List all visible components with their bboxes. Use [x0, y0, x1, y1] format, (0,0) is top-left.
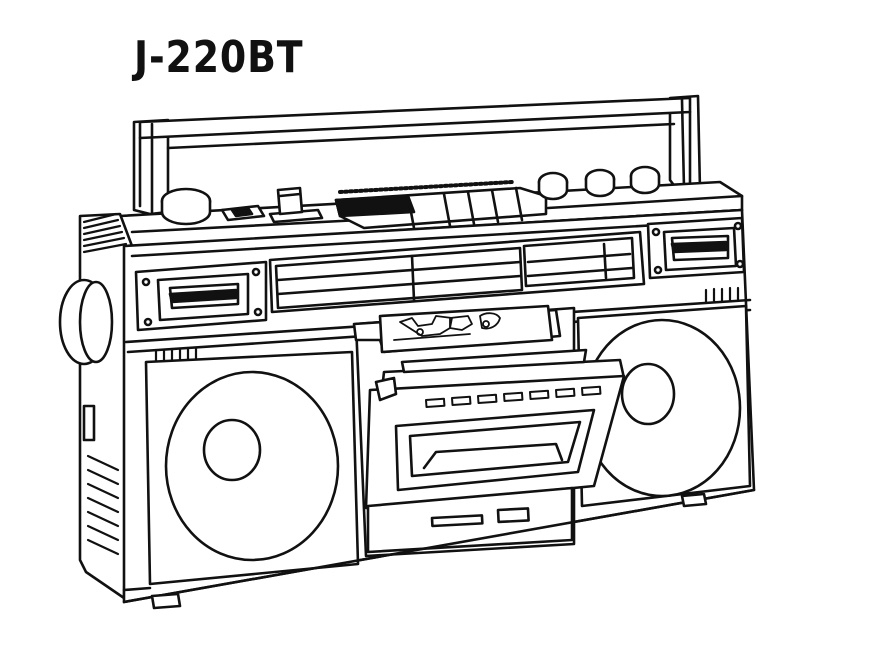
base-feet	[124, 490, 754, 608]
volume-knob-icon	[162, 189, 210, 224]
right-woofer-icon	[578, 306, 750, 506]
tone-knobs-icon	[539, 167, 659, 199]
power-switch-icon	[270, 188, 322, 222]
door-buttons-icon	[426, 387, 600, 407]
right-tweeter-icon	[648, 218, 744, 278]
left-tweeter-icon	[136, 262, 266, 330]
model-title: J-220BT	[134, 32, 304, 83]
tuner-window	[270, 232, 644, 312]
tuning-knob-icon	[60, 280, 112, 364]
cassette-deck	[354, 306, 624, 556]
left-woofer-icon	[146, 352, 358, 584]
front-vent-ticks	[156, 288, 738, 362]
left-side-panel	[60, 214, 132, 598]
transport-keys-icon	[336, 182, 546, 228]
slide-switch-icon	[222, 206, 264, 220]
